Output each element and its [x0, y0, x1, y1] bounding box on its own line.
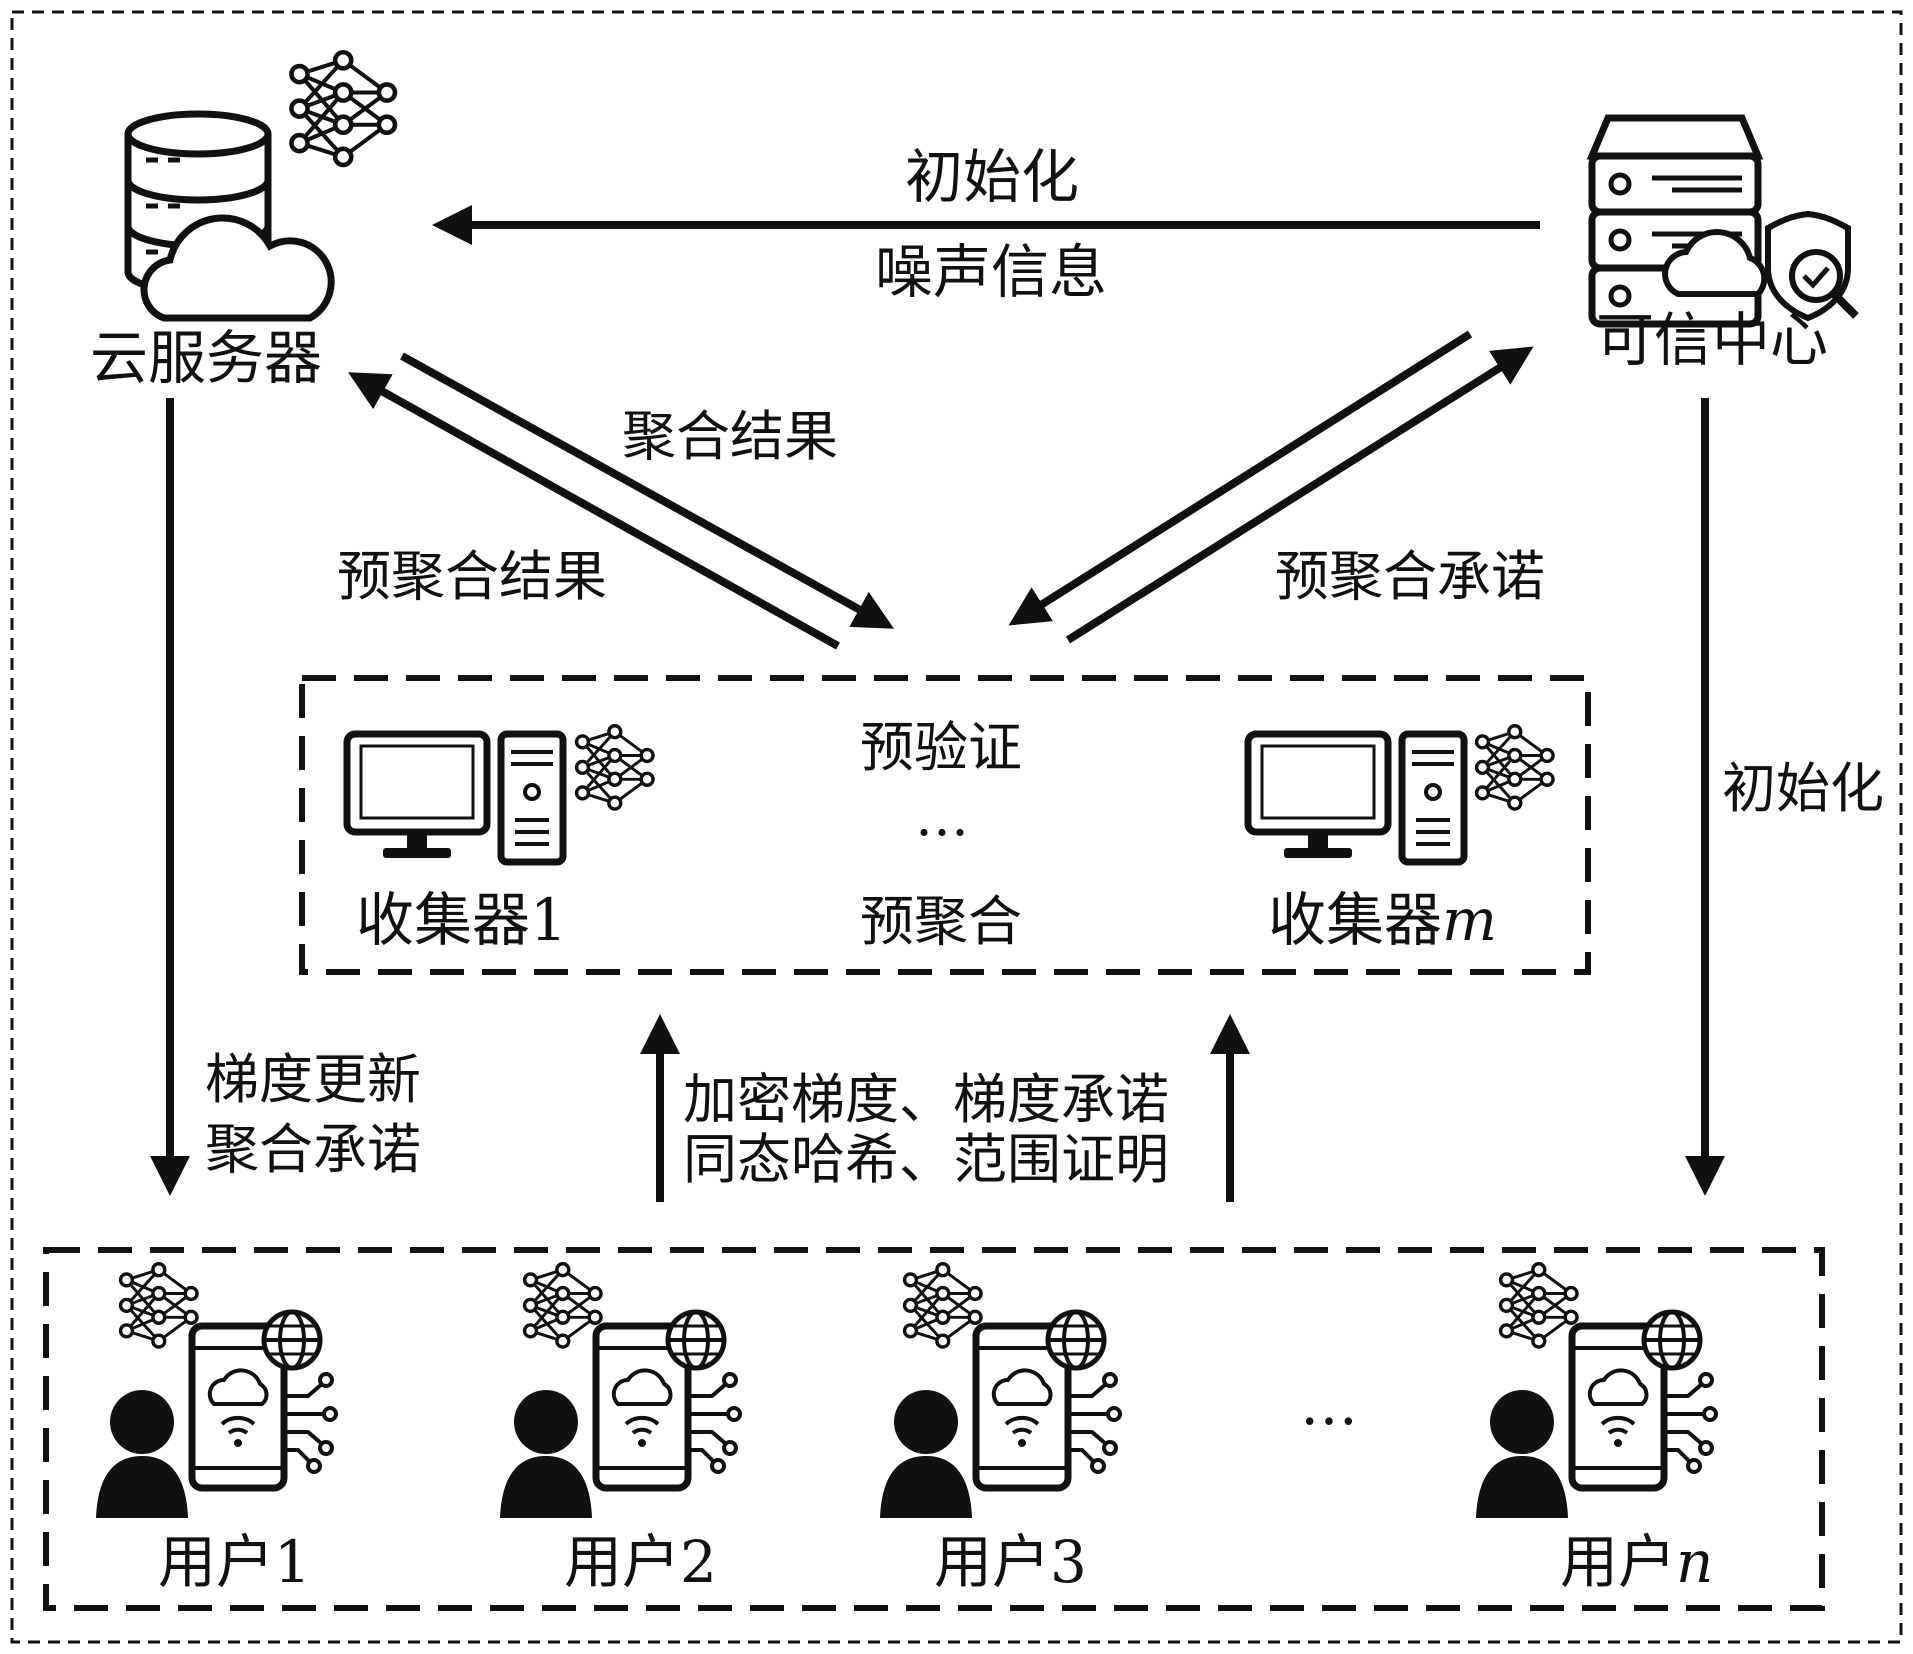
collector-1-neural-icon: [574, 724, 655, 811]
arrow-tc-to-collectors: [1008, 330, 1473, 626]
user-ellipsis: …: [1300, 1370, 1358, 1438]
collector-group-box: [299, 675, 1591, 975]
user-1-neural-icon: [118, 1262, 199, 1349]
collector-m-neural-icon: [1474, 724, 1555, 811]
collector-ellipsis: …: [915, 785, 969, 848]
collector-m-computer-icon: [1248, 734, 1464, 862]
cloud-server-icon: [124, 110, 335, 322]
user-3-neural-icon: [902, 1262, 983, 1349]
arrow-collectors-to-tc: [1065, 346, 1534, 644]
user-1-label: 用户1: [158, 1528, 311, 1596]
user-1-icon: [96, 1312, 336, 1518]
collector-m-label: 收集器m: [1268, 886, 1497, 954]
edge-label-pre-aggregate-result: 预聚合结果: [337, 545, 607, 608]
user-3-label: 用户3: [934, 1528, 1087, 1596]
neural-network-icon: [291, 52, 395, 165]
edge-label-init-right: 初始化: [1722, 757, 1884, 820]
user-n-label: 用户n: [1560, 1528, 1713, 1596]
edge-label-encrypted-gradient: 加密梯度、梯度承诺: [683, 1068, 1169, 1131]
edge-label-aggregate-commit: 聚合承诺: [205, 1118, 421, 1181]
user-group-box: [43, 1247, 1825, 1611]
pre-aggregate-label: 预聚合: [860, 890, 1022, 953]
arrow-cloud-to-collectors: [400, 352, 894, 629]
outer-border: [10, 10, 1903, 1644]
edge-label-gradient-update: 梯度更新: [205, 1048, 421, 1111]
edge-label-init-top: 初始化: [905, 143, 1079, 211]
collector-1-computer-icon: [347, 734, 563, 862]
user-2-label: 用户2: [564, 1528, 717, 1596]
collector-1-label: 收集器1: [356, 886, 567, 954]
pre-verify-label: 预验证: [860, 716, 1022, 779]
user-2-icon: [500, 1312, 740, 1518]
edge-label-homomorphic-hash: 同态哈希、范围证明: [683, 1128, 1169, 1191]
trusted-center-label: 可信中心: [1596, 306, 1828, 374]
edge-label-noise-info: 噪声信息: [875, 238, 1107, 306]
user-2-neural-icon: [522, 1262, 603, 1349]
cloud-server-label: 云服务器: [90, 324, 322, 392]
arrow-collectors-to-cloud: [348, 372, 840, 650]
user-3-icon: [880, 1312, 1120, 1518]
user-n-icon: [1476, 1312, 1716, 1518]
user-n-neural-icon: [1498, 1262, 1579, 1349]
edge-label-pre-aggregate-commit: 预聚合承诺: [1275, 545, 1545, 608]
edge-label-aggregate-result: 聚合结果: [622, 405, 838, 468]
trusted-center-icon: [1586, 114, 1859, 328]
